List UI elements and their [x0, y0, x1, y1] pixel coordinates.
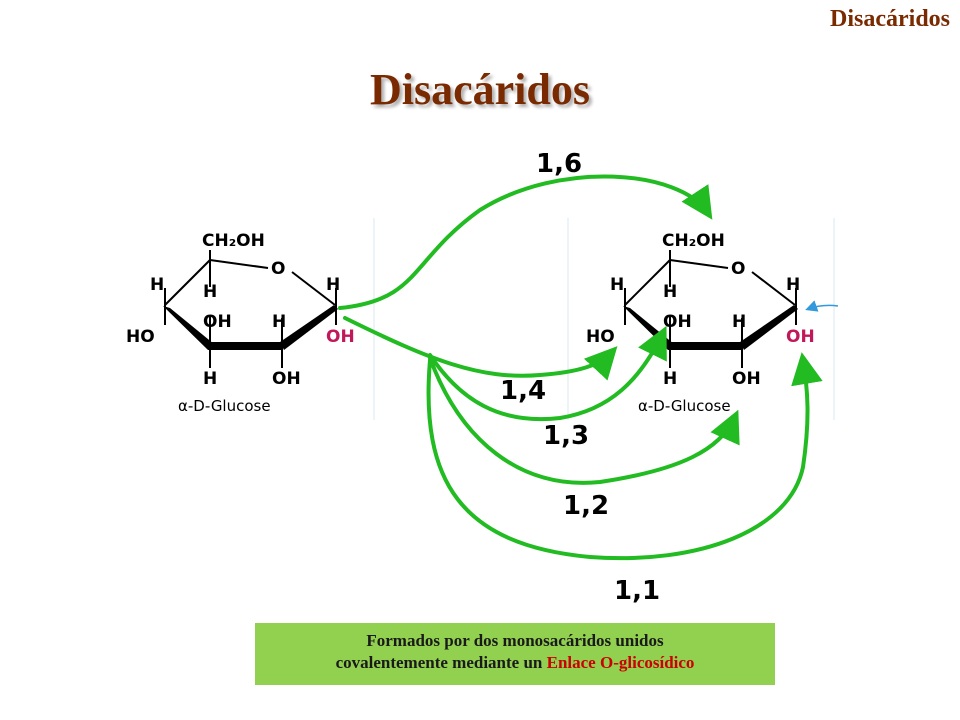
page-title: Disacáridos — [370, 65, 590, 114]
arrow-1-4 — [343, 316, 618, 381]
caption-line-2-text: covalentemente mediante un — [335, 653, 547, 672]
caption-line-1: Formados por dos monosacáridos unidos — [366, 631, 664, 650]
glucose-right: CH₂OH O H H H HO OH H OH H OH α-D-Glucos… — [567, 218, 839, 420]
h-label: H — [203, 282, 217, 302]
ring-oxygen-label: O — [731, 259, 745, 279]
anomeric-oh-label: OH — [786, 327, 815, 347]
ho-label: HO — [126, 327, 155, 347]
ch2oh-label: CH₂OH — [202, 231, 265, 251]
bond-label-1-3: 1,3 — [543, 421, 589, 451]
ring-oxygen-label: O — [271, 259, 285, 279]
arrow-1-6 — [338, 174, 713, 310]
caption-line-2: covalentemente mediante un Enlace O-glic… — [255, 652, 775, 674]
h-label: H — [272, 312, 286, 332]
h-label: H — [663, 282, 677, 302]
corner-title: Disacáridos — [830, 6, 950, 32]
molecule-name: α-D-Glucose — [178, 397, 271, 415]
bond-label-1-6: 1,6 — [536, 149, 582, 179]
anomeric-oh-label: OH — [326, 327, 355, 347]
bond-label-1-2: 1,2 — [563, 491, 609, 521]
caption-box: Formados por dos monosacáridos unidos co… — [255, 623, 775, 685]
arrow-1-3 — [428, 325, 667, 422]
h-label: H — [610, 275, 624, 295]
glucose-left: CH₂OH O H H H HO OH H OH H OH α-D-Glucos… — [126, 218, 375, 420]
ho-label: HO — [586, 327, 615, 347]
bond-label-1-4: 1,4 — [500, 376, 546, 406]
ch2oh-label: CH₂OH — [662, 231, 725, 251]
bond-label-1-1: 1,1 — [614, 576, 660, 606]
arrow-1-1 — [426, 352, 823, 561]
bond-arrows — [338, 174, 823, 561]
oh-label: OH — [203, 312, 232, 332]
oh-label: OH — [663, 312, 692, 332]
glycosidic-bond-highlight: Enlace O-glicosídico — [546, 653, 695, 672]
h-label: H — [732, 312, 746, 332]
molecule-name: α-D-Glucose — [638, 397, 731, 415]
arrow-1-2 — [428, 356, 740, 485]
h-label: H — [326, 275, 340, 295]
oh-label: OH — [272, 369, 301, 389]
h-label: H — [786, 275, 800, 295]
h-label: H — [203, 369, 217, 389]
h-label: H — [663, 369, 677, 389]
blue-arrow — [805, 300, 839, 312]
h-label: H — [150, 275, 164, 295]
oh-label: OH — [732, 369, 761, 389]
